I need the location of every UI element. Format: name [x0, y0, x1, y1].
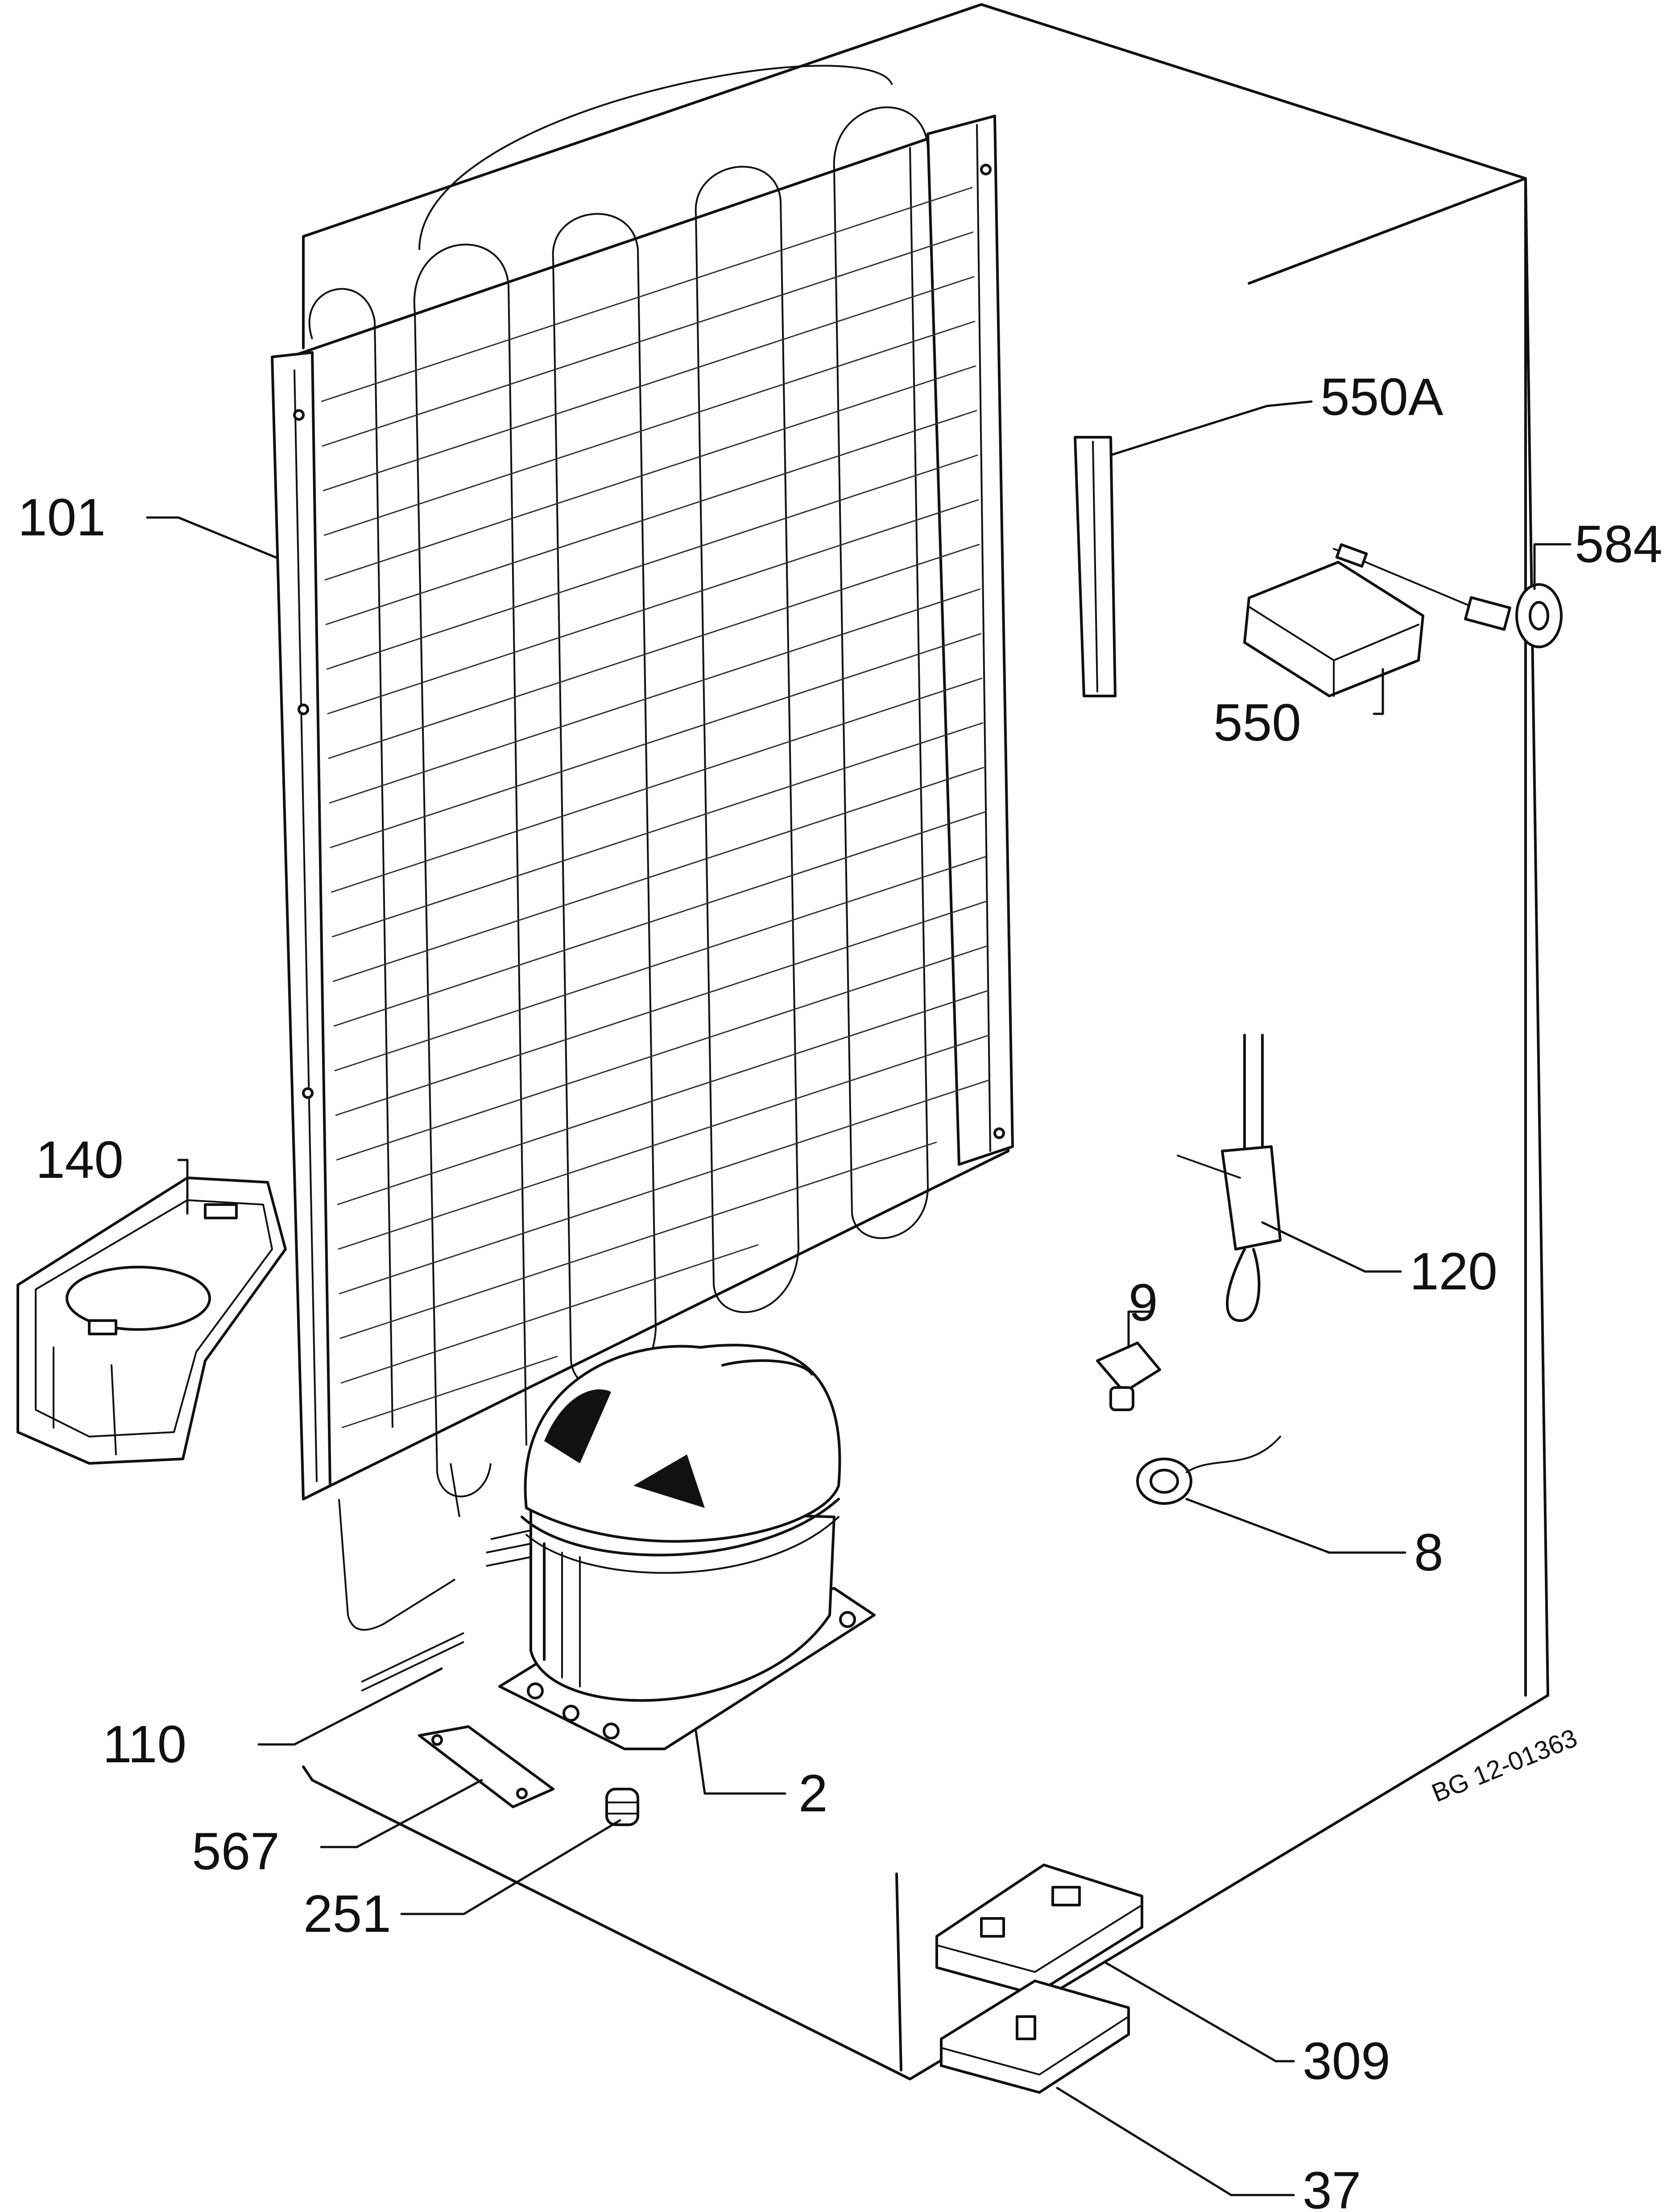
plug-strip-550A [1074, 436, 1117, 697]
cabinet-outline [302, 3, 1549, 2080]
terminal-cover-37 [940, 1980, 1130, 2094]
drip-tray-140 [17, 1176, 287, 1465]
callout-584: 584 [1575, 515, 1663, 574]
grommet-251 [605, 1788, 639, 1826]
relay-120 [1177, 1034, 1282, 1322]
thermostat-cover-550 [1243, 561, 1424, 697]
lamp-holder-9 [1096, 1342, 1161, 1411]
callout-567: 567 [192, 1822, 280, 1881]
callout-101: 101 [18, 488, 106, 547]
callout-120: 120 [1410, 1242, 1497, 1301]
drawing-reference: BG 12-01363 [1428, 1723, 1581, 1808]
thermostat-knob-584 [1333, 543, 1563, 648]
leader-lines [146, 400, 1572, 2196]
condenser-101 [271, 65, 1014, 1631]
callout-309: 309 [1303, 2032, 1390, 2091]
indicator-light-8 [1136, 1436, 1281, 1505]
callout-labels: 101 550A 584 550 140 120 9 8 110 2 567 2… [18, 368, 1663, 2212]
callout-550A: 550A [1320, 368, 1444, 427]
callout-2: 2 [798, 1764, 828, 1823]
callout-8: 8 [1414, 1523, 1444, 1582]
compressor-2 [486, 1343, 876, 1750]
callout-550: 550 [1213, 693, 1301, 752]
callout-140: 140 [36, 1131, 124, 1189]
filter-drier-110 [361, 1632, 464, 1692]
mounting-strip-567 [418, 1725, 554, 1808]
callout-37: 37 [1303, 2161, 1361, 2212]
condenser-fins [321, 186, 991, 1429]
terminal-block-309 [935, 1864, 1143, 1996]
callout-110: 110 [103, 1715, 186, 1774]
callout-9: 9 [1129, 1273, 1158, 1332]
callout-251: 251 [303, 1885, 391, 1943]
